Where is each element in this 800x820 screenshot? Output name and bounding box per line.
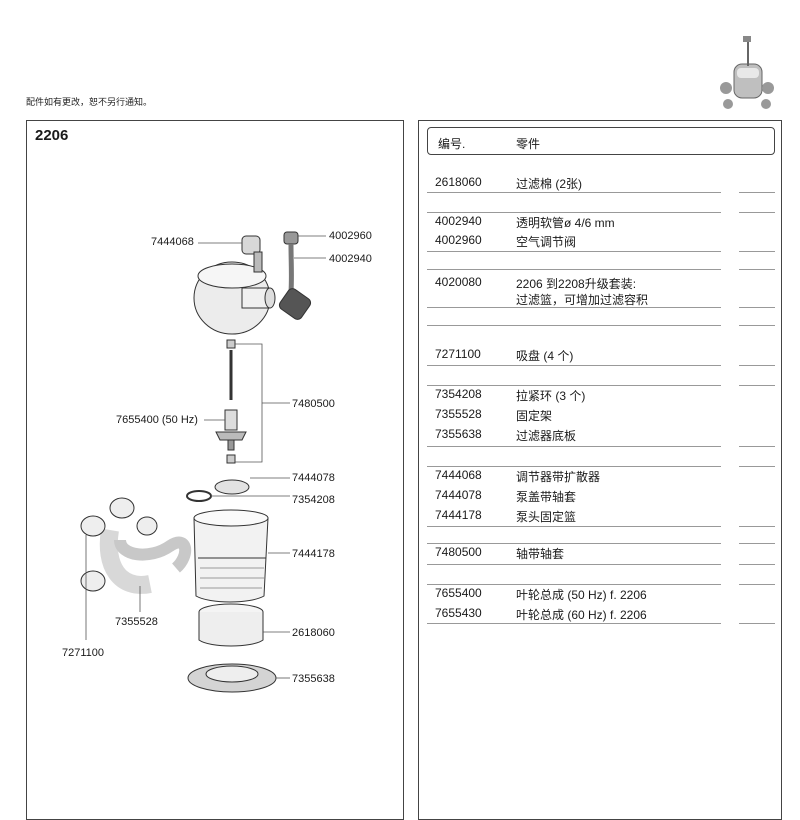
tension-ring — [187, 491, 211, 501]
shaft-bushing-bottom — [227, 455, 235, 463]
filter-basket — [194, 510, 268, 602]
callout-7444068: 7444068 — [151, 236, 194, 248]
pump-cover — [215, 480, 249, 494]
mounting-bracket — [109, 530, 185, 585]
callout-7480500: 7480500 — [292, 398, 335, 410]
outlet-nozzle — [277, 287, 312, 322]
callout-7444178: 7444178 — [292, 548, 335, 560]
callout-2618060: 2618060 — [292, 627, 335, 639]
callout-7655400: 7655400 (50 Hz) — [116, 414, 198, 426]
callout-7271100: 7271100 — [62, 647, 104, 659]
callout-4002940: 4002940 — [329, 253, 372, 265]
callout-7354208: 7354208 — [292, 494, 335, 506]
callout-7355638: 7355638 — [292, 673, 335, 685]
exploded-view-drawing — [0, 0, 800, 800]
filter-sponge — [199, 604, 263, 646]
air-valve — [284, 232, 298, 244]
callout-7355528: 7355528 — [115, 616, 158, 628]
shaft-bushing-top — [227, 340, 235, 348]
filter-base-plate — [188, 664, 276, 692]
pump-head — [194, 262, 275, 334]
callout-7444078: 7444078 — [292, 472, 335, 484]
callout-4002960: 4002960 — [329, 230, 372, 242]
impeller — [216, 410, 246, 450]
